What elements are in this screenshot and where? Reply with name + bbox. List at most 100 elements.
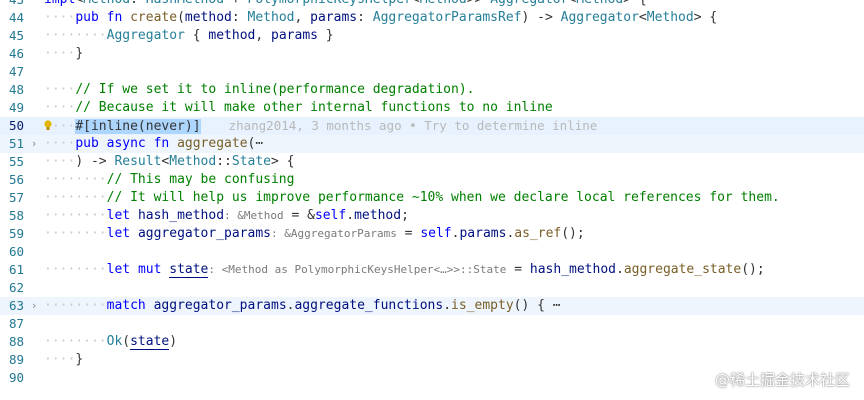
code-token: < (161, 154, 170, 169)
whitespace-marker: ···· (44, 100, 76, 115)
code-token: : (130, 0, 146, 7)
code-line[interactable]: 88········Ok(state) (0, 333, 864, 351)
line-number: 50 (8, 118, 24, 133)
code-token: } (75, 352, 84, 367)
code-token: self (314, 208, 347, 223)
code-token: aggregate_functions (294, 298, 444, 313)
code-line[interactable]: 63›········match aggregator_params.aggre… (0, 297, 864, 315)
code-line[interactable]: 58········let hash_method: &Method = &se… (0, 207, 864, 225)
code-line[interactable]: 59········let aggregator_params: &Aggreg… (0, 225, 864, 243)
line-number: 57 (8, 190, 24, 205)
code-text[interactable]: ····// If we set it to inline(performanc… (44, 81, 474, 99)
code-text[interactable]: ········// It will help us improve perfo… (44, 189, 780, 207)
code-token: // Because it will make other internal f… (75, 100, 553, 115)
code-token: , (255, 28, 272, 43)
whitespace-marker: ········ (44, 298, 107, 313)
code-token: Method (576, 0, 623, 7)
code-line[interactable]: 49 ····// Because it will make other inte… (0, 99, 864, 117)
code-token: #[inline(never)] (75, 119, 201, 134)
code-line[interactable]: 47 (0, 63, 864, 81)
code-token: create (130, 10, 178, 25)
code-text[interactable]: ········Ok(state) (44, 333, 177, 351)
code-text[interactable]: ····#[inline(never)]zhang2014, 3 months … (44, 117, 597, 136)
whitespace-marker: ···· (44, 154, 76, 169)
code-line[interactable]: 61········let mut state: <Method as Poly… (0, 261, 864, 279)
line-number: 49 (8, 100, 24, 115)
code-token: : (357, 10, 373, 25)
code-token: } (317, 28, 334, 43)
code-text[interactable]: ····pub fn create(method: Method, params… (44, 9, 717, 27)
code-token: aggregate (177, 136, 248, 151)
line-number: 89 (8, 352, 24, 367)
code-line[interactable]: 60 (0, 243, 864, 261)
code-token: let (106, 226, 131, 241)
whitespace-marker: ········ (44, 334, 107, 349)
code-line[interactable]: 55 ····) -> Result<Method::State> { (0, 153, 864, 171)
code-text[interactable]: ········Aggregator { method, params } (44, 27, 334, 45)
fold-chevron-icon[interactable]: › (30, 299, 38, 312)
code-text[interactable]: ········let aggregator_params: &Aggregat… (44, 225, 585, 243)
fold-chevron-icon[interactable]: › (30, 137, 38, 150)
code-line[interactable]: 90 (0, 369, 864, 387)
whitespace-marker: ········ (44, 262, 107, 277)
code-token: impl (44, 0, 75, 7)
code-line[interactable]: 45········Aggregator { method, params } (0, 27, 864, 45)
line-number: 55 (8, 154, 24, 169)
code-token: () { ⋯ (513, 298, 561, 313)
code-line[interactable]: 62 (0, 279, 864, 297)
code-text[interactable]: ········let hash_method: &Method = &self… (44, 207, 409, 225)
code-line[interactable]: 56········// This may be confusing (0, 171, 864, 189)
code-text[interactable]: ········match aggregator_params.aggregat… (44, 297, 561, 315)
code-text[interactable]: ····} (44, 351, 83, 369)
code-line[interactable]: 44····pub fn create(method: Method, para… (0, 9, 864, 27)
code-token: self (420, 226, 452, 241)
whitespace-marker: ···· (44, 82, 76, 97)
code-text[interactable]: ····pub async fn aggregate(⋯ (44, 135, 263, 153)
code-text[interactable]: ····) -> Result<Method::State> { (44, 153, 295, 171)
code-token: pub (75, 10, 99, 25)
code-text[interactable]: ····} (44, 45, 83, 63)
code-line[interactable]: 46 ····} (0, 45, 864, 63)
code-token: hash_method (529, 262, 616, 277)
code-token: fn (153, 136, 170, 151)
code-token: (⋯ (247, 136, 264, 151)
whitespace-marker: ········ (44, 28, 107, 43)
code-token (122, 10, 130, 25)
code-token: is_empty (451, 298, 514, 313)
code-token: < (638, 10, 647, 25)
whitespace-marker: ···· (44, 10, 76, 25)
code-token (130, 262, 138, 277)
code-token: // This may be confusing (106, 172, 295, 187)
code-token: match (106, 298, 146, 313)
code-token: : (231, 10, 248, 25)
code-line[interactable]: 50 ····#[inline(never)]zhang2014, 3 month… (0, 117, 864, 135)
code-line[interactable]: 43 impl<Method: HashMethod + PolymorphicK… (0, 0, 864, 9)
line-number: 48 (8, 82, 24, 97)
code-token: Method (83, 0, 130, 7)
code-text[interactable]: ········let mut state: <Method as Polymo… (44, 261, 765, 279)
code-line[interactable]: 57 ········// It will help us improve per… (0, 189, 864, 207)
line-number: 90 (8, 370, 24, 385)
code-line[interactable]: 51›····pub async fn aggregate(⋯ (0, 135, 864, 153)
code-token: fn (106, 10, 123, 25)
code-line[interactable]: 89 ····} (0, 351, 864, 369)
lightbulb-icon[interactable] (44, 120, 52, 131)
code-token: . (286, 298, 295, 313)
code-token: Method (646, 10, 694, 25)
code-line[interactable]: 87 (0, 315, 864, 333)
code-token: let (106, 262, 131, 277)
code-token: . (443, 298, 452, 313)
code-token: + (224, 0, 247, 7)
code-text[interactable]: ········// This may be confusing (44, 171, 294, 189)
whitespace-marker: ········ (44, 226, 107, 241)
code-token: aggregator_params (153, 298, 287, 313)
line-number: 46 (8, 46, 24, 61)
code-token: Aggregator (490, 0, 568, 7)
code-token: HashMethod (146, 0, 224, 7)
line-number: 43 (0, 0, 24, 9)
code-token: . (615, 262, 624, 277)
code-line[interactable]: 48 ····// If we set it to inline(performa… (0, 81, 864, 99)
code-text[interactable]: impl<Method: HashMethod + PolymorphicKey… (44, 0, 647, 9)
code-text[interactable]: ····// Because it will make other intern… (44, 99, 553, 117)
